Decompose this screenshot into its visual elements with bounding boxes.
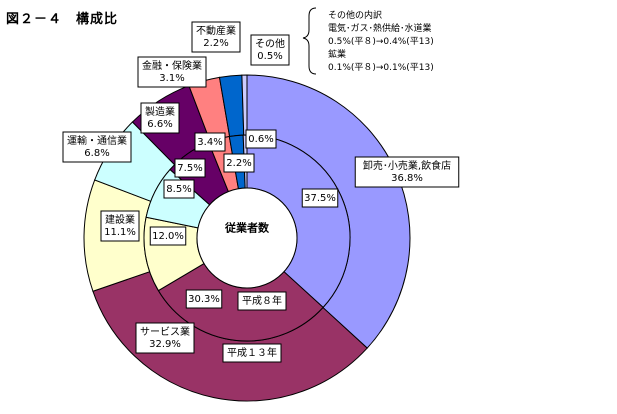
outer-label-real-estate-box (191, 21, 241, 53)
outer-label-construction-text: 建設業 (105, 213, 135, 226)
inner-label-finance-insurance: 3.4% (194, 132, 226, 152)
inner-label-other-box (245, 129, 277, 149)
note-line: その他の内訳 (328, 11, 383, 21)
labels-group: 卸売･小売業,飲食店36.8%サービス業32.9%建設業11.1%運輸・通信業6… (62, 21, 460, 363)
inner-label-real-estate-text: 2.2% (226, 158, 251, 169)
inner-label-transport-communication: 8.5% (163, 179, 195, 199)
inner-label-finance-insurance-text: 3.4% (197, 137, 222, 148)
outer-label-manufacturing-text: 6.6% (147, 119, 172, 130)
outer-label-services-text: 32.9% (149, 339, 181, 350)
outer-label-manufacturing-box (140, 102, 180, 134)
ring-name-inner-box (237, 291, 287, 311)
outer-label-real-estate-text: 2.2% (203, 38, 228, 49)
inner-label-manufacturing-box (174, 158, 206, 178)
center-hole (196, 187, 298, 289)
figure-title: 図２－４ 構成比 (6, 12, 119, 27)
inner-label-services: 30.3% (185, 289, 223, 309)
ring-name-inner-text: 平成８年 (242, 294, 282, 307)
outer-label-transport-communication-text: 6.8% (84, 148, 109, 159)
inner-label-real-estate-box (223, 153, 255, 173)
outer-label-wholesale-retail-restaurant-text: 36.8% (391, 173, 423, 184)
note-line: 鉱業 (328, 50, 347, 60)
outer-label-finance-insurance-text: 金融・保険業 (142, 59, 202, 72)
inner-label-finance-insurance-box (194, 132, 226, 152)
outer-label-wholesale-retail-restaurant-text: 卸売･小売業,飲食店 (363, 159, 451, 172)
outer-label-manufacturing-text: 製造業 (145, 105, 175, 118)
outer-label-wholesale-retail-restaurant-box (354, 156, 460, 188)
outer-label-services-text: サービス業 (140, 325, 190, 338)
outer-label-transport-communication-box (62, 131, 132, 163)
rings-group (83, 74, 411, 402)
ring-name-outer-box (222, 343, 282, 363)
inner-label-manufacturing-text: 7.5% (177, 163, 202, 174)
outer-label-construction-text: 11.1% (104, 227, 136, 238)
inner-label-wholesale-retail-restaurant-box (301, 188, 339, 208)
inner-label-services-box (185, 289, 223, 309)
inner-label-construction-text: 12.0% (152, 231, 184, 242)
inner-label-other: 0.6% (245, 129, 277, 149)
ring-name-inner: 平成８年 (237, 291, 287, 311)
note-line: 電気･ガス･熱供給･水道業 (328, 24, 432, 34)
outer-label-other-text: その他 (255, 37, 285, 50)
inner-label-construction-box (149, 226, 187, 246)
inner-label-manufacturing: 7.5% (174, 158, 206, 178)
note-line: 0.5%(平８)→0.4%(平13) (328, 37, 434, 47)
inner-label-construction: 12.0% (149, 226, 187, 246)
outer-label-services-box (135, 322, 195, 354)
outer-label-construction-box (100, 210, 140, 242)
outer-label-finance-insurance-box (137, 56, 207, 88)
ring-name-outer: 平成１３年 (222, 343, 282, 363)
center-label: 従業者数 (221, 218, 273, 238)
inner-label-other-text: 0.6% (248, 134, 273, 145)
inner-label-transport-communication-box (163, 179, 195, 199)
outer-label-real-estate-text: 不動産業 (196, 24, 236, 37)
note-brace (302, 7, 317, 75)
ring-name-outer-text: 平成１３年 (227, 346, 277, 359)
inner-label-wholesale-retail-restaurant-text: 37.5% (304, 193, 336, 204)
center-label-box (221, 218, 273, 238)
other-breakdown-note: その他の内訳 電気･ガス･熱供給･水道業 0.5%(平８)→0.4%(平13) … (328, 10, 434, 75)
inner-label-real-estate: 2.2% (223, 153, 255, 173)
outer-label-other-text: 0.5% (257, 51, 282, 62)
outer-label-finance-insurance-text: 3.1% (159, 73, 184, 84)
note-line: 0.1%(平８)→0.1%(平13) (328, 63, 434, 73)
outer-label-transport-communication-text: 運輸・通信業 (67, 134, 127, 147)
outer-label-other-box (250, 34, 290, 66)
inner-label-services-text: 30.3% (188, 294, 220, 305)
inner-label-transport-communication-text: 8.5% (166, 184, 191, 195)
center-label-text: 従業者数 (224, 221, 270, 235)
inner-label-wholesale-retail-restaurant: 37.5% (301, 188, 339, 208)
